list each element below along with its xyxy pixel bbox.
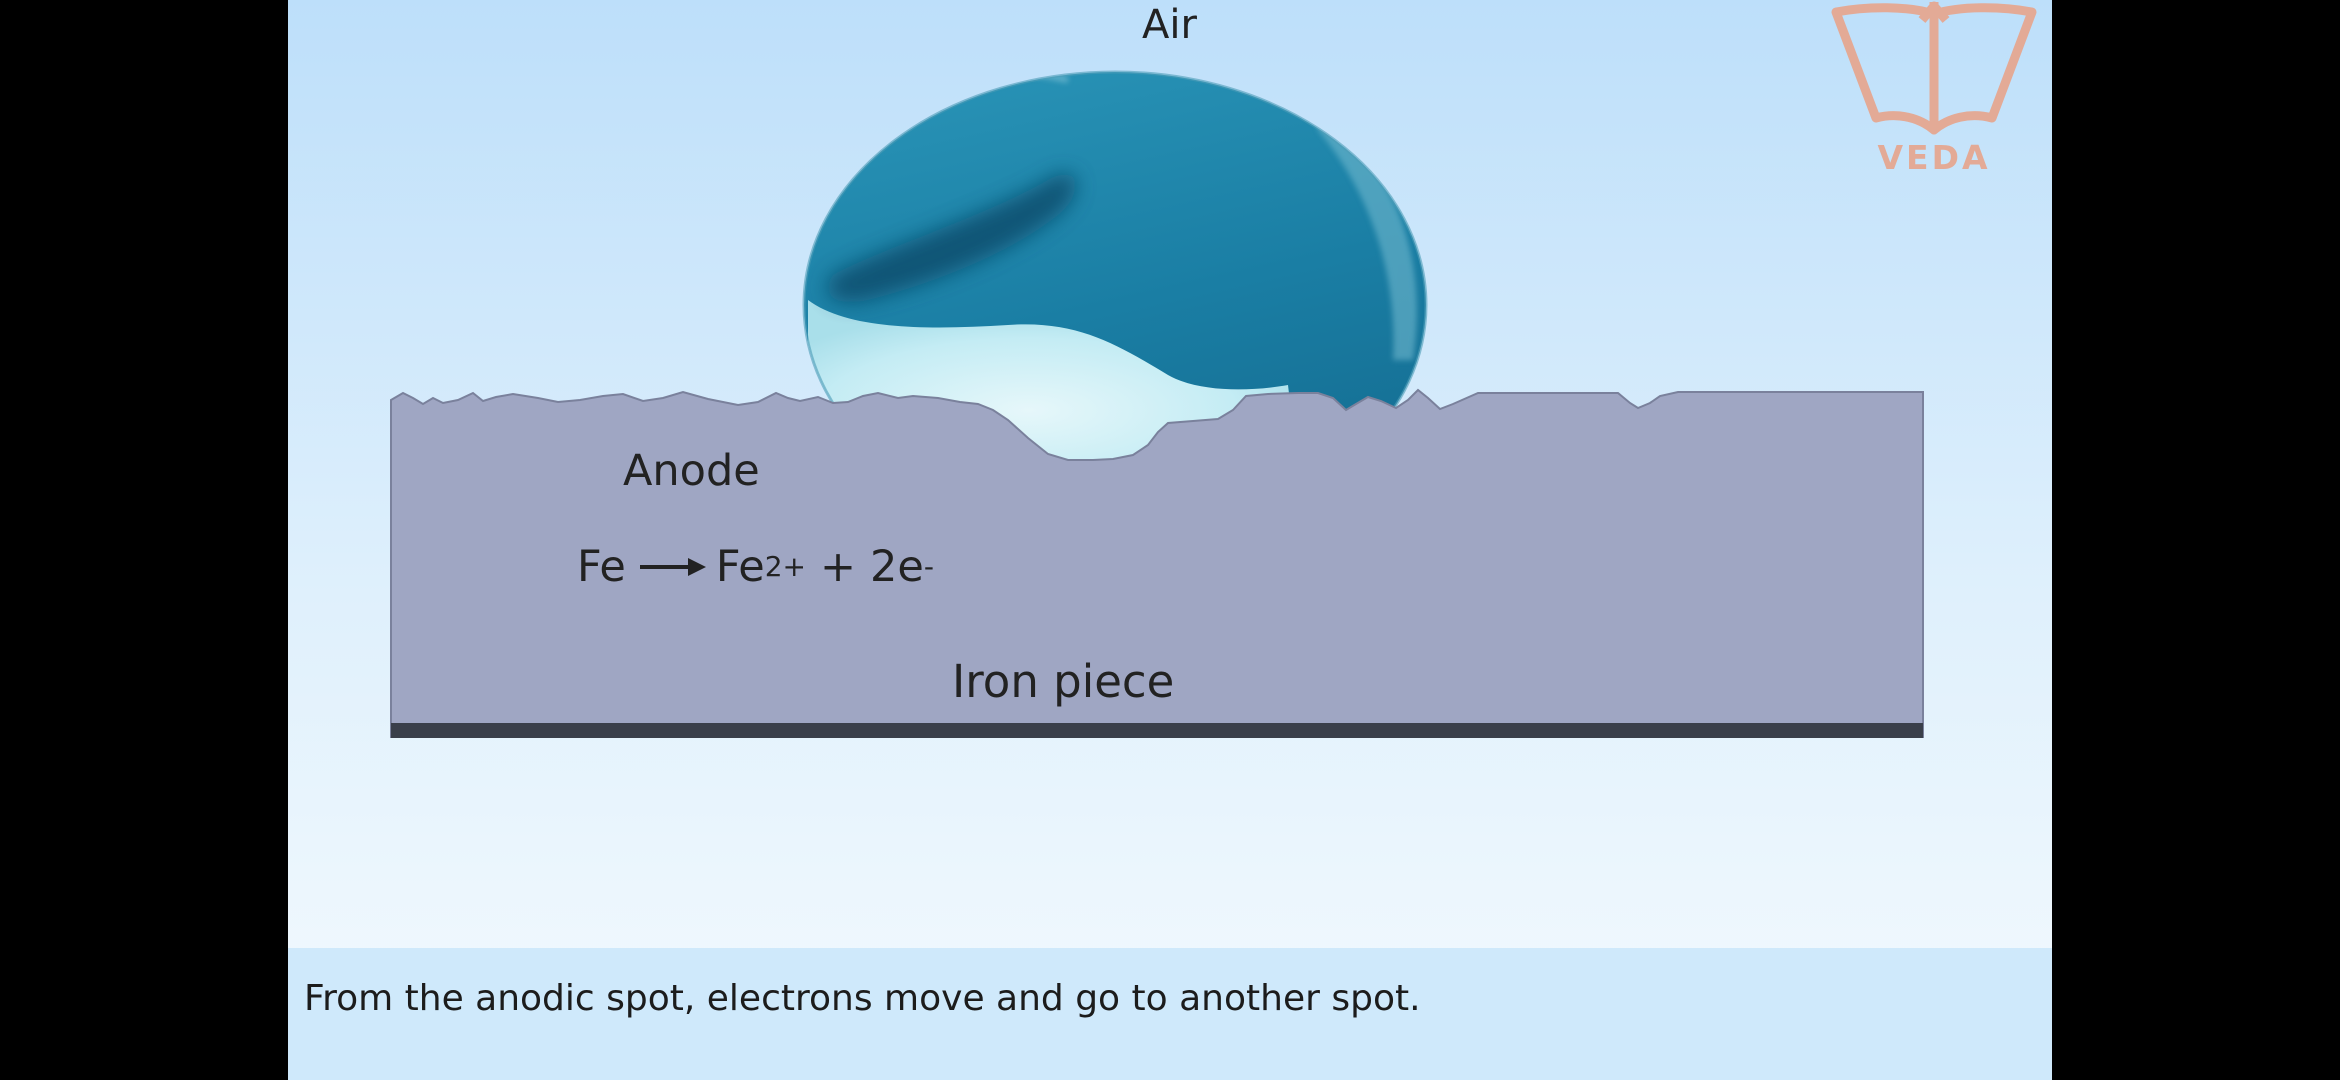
plus-sign: +: [819, 542, 856, 592]
iron-base-line: [391, 723, 1923, 738]
iron-piece-label: Iron piece: [952, 655, 1175, 708]
caption-bar: From the anodic spot, electrons move and…: [288, 948, 2052, 1080]
anode-label: Anode: [623, 446, 760, 496]
electrons-term: 2e: [870, 542, 924, 592]
iron-surface: [390, 388, 1924, 738]
veda-logo: VEDA: [1831, 1, 2037, 177]
book-icon: [1831, 1, 2037, 135]
logo-text: VEDA: [1877, 138, 1990, 177]
air-label: Air: [1142, 2, 1197, 48]
reaction-arrow-icon: [639, 558, 706, 576]
corrosion-diagram: VEDA: [288, 0, 2052, 1080]
reactant-fe: Fe: [577, 542, 626, 592]
iron-piece: [390, 388, 1924, 738]
caption-text: From the anodic spot, electrons move and…: [304, 978, 1421, 1019]
product-fe: Fe: [715, 542, 765, 592]
